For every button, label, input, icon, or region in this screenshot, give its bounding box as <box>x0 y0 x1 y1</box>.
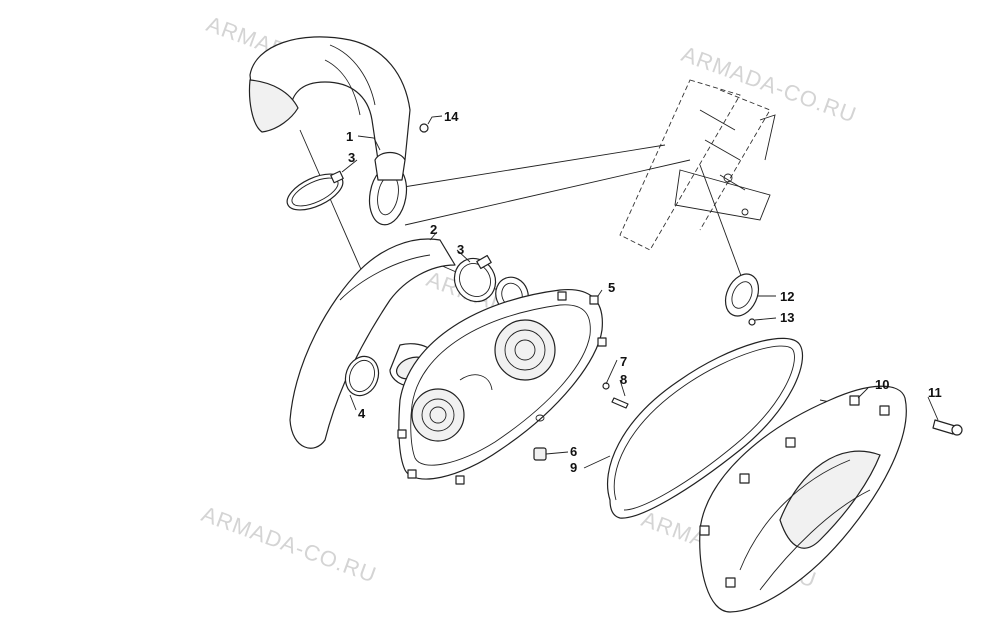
callout-6: 6 <box>570 444 577 459</box>
flange-screw <box>748 318 756 326</box>
outer-clutch-cover <box>699 385 907 613</box>
outer-cover-tabs <box>699 395 890 588</box>
callout-1: 1 <box>346 129 353 144</box>
callout-5: 5 <box>608 280 615 295</box>
callout-7: 7 <box>620 354 627 369</box>
frame-duct-flange-plate <box>724 273 760 317</box>
duct-fastener <box>419 123 429 133</box>
callout-14: 14 <box>444 109 459 124</box>
upper-hose-clamp <box>286 170 344 211</box>
callout-10: 10 <box>875 377 889 392</box>
callout-12: 12 <box>780 289 794 304</box>
washer-and-screw <box>602 382 629 409</box>
lower-hose-clamp <box>453 254 497 303</box>
cover-mounting-tabs <box>397 291 607 485</box>
cover-bolt <box>932 419 963 436</box>
callout-8: 8 <box>620 372 627 387</box>
callout-3-upper: 3 <box>348 150 355 165</box>
outer-cover-seal <box>606 337 804 519</box>
callout-3-lower: 3 <box>457 242 464 257</box>
chassis-frame-section <box>619 79 776 251</box>
callout-leaders <box>341 115 939 469</box>
o-ring-seal <box>344 355 380 397</box>
duct-outlet-flange <box>368 151 408 226</box>
inner-clutch-cover <box>397 288 607 485</box>
callout-13: 13 <box>780 310 794 325</box>
watermark-bottom-left: ARMADA-CO.RU <box>198 501 380 588</box>
callout-9: 9 <box>570 460 577 475</box>
callout-2: 2 <box>430 222 437 237</box>
callout-numbers: 1 3 14 2 3 4 5 7 8 6 9 10 11 12 13 <box>346 109 942 475</box>
callout-4: 4 <box>358 406 366 421</box>
drain-plug <box>533 447 547 461</box>
callout-11: 11 <box>928 385 942 400</box>
upper-intake-duct <box>248 36 411 172</box>
